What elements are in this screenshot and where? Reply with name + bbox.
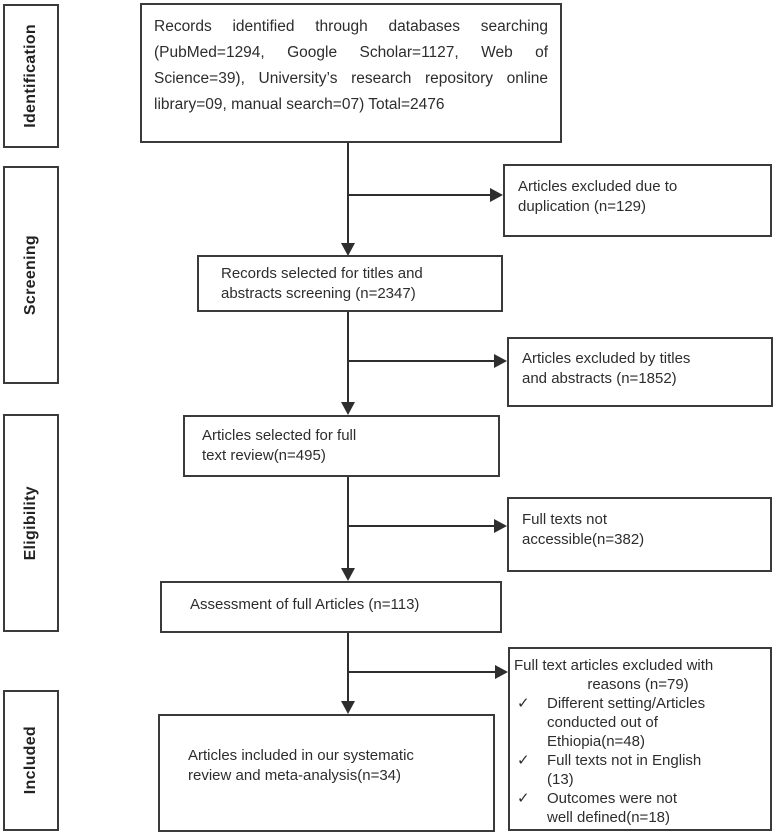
stage-identification-label: Identification [22, 24, 39, 128]
box-records-identified: Records identified through databases sea… [140, 3, 562, 143]
stage-eligibility: Eligibility [3, 414, 59, 632]
box-included-studies: Articles included in our systematic revi… [158, 714, 495, 832]
box-full-texts-not-accessible: Full texts not accessible(n=382) [507, 497, 772, 572]
stage-identification: Identification [3, 4, 59, 148]
box-titles-abstracts-screening: Records selected for titles and abstract… [197, 255, 503, 312]
box-titles-abstracts-line1: Records selected for titles and [221, 265, 423, 282]
box-excluded-with-reasons-title-line1: Full text articles excluded with [514, 657, 714, 674]
arrowhead-down-2 [341, 402, 355, 415]
arrowhead-right-4 [495, 665, 508, 679]
stage-included: Included [3, 690, 59, 831]
branch-line-1 [348, 194, 491, 196]
connector-line-1 [347, 143, 349, 244]
exclusion-reason-item: ✓ Outcomes were not well defined(n=18) [510, 789, 766, 827]
exclusion-reason-1-line1: Different setting/Articles [547, 695, 706, 712]
exclusion-reason-3-line1: Outcomes were not [547, 790, 678, 807]
box-excluded-duplication-line1: Articles excluded due to [518, 178, 678, 195]
box-excluded-duplication-line2: duplication (n=129) [518, 198, 647, 215]
box-full-text-review-line1: Articles selected for full [202, 427, 357, 444]
checkmark-icon: ✓ [517, 752, 530, 769]
box-excluded-titles-abstracts-line1: Articles excluded by titles [522, 350, 691, 367]
exclusion-reason-item: ✓ Different setting/Articles conducted o… [510, 694, 766, 751]
box-assessment-full-articles-text: Assessment of full Articles (n=113) [190, 596, 420, 613]
checkmark-icon: ✓ [517, 790, 530, 807]
stage-included-label: Included [22, 726, 39, 795]
box-full-text-review-line2: text review(n=495) [202, 447, 326, 464]
arrowhead-right-1 [490, 188, 503, 202]
connector-line-3 [347, 477, 349, 569]
box-full-text-review: Articles selected for full text review(n… [183, 415, 500, 477]
box-excluded-titles-abstracts-line2: and abstracts (n=1852) [522, 370, 677, 387]
branch-line-4 [348, 671, 496, 673]
exclusion-reason-2-line2: (13) [547, 771, 574, 788]
arrowhead-down-3 [341, 568, 355, 581]
exclusion-reason-1-line3: Ethiopia(n=48) [547, 733, 645, 750]
arrowhead-down-4 [341, 701, 355, 714]
exclusion-reason-1-line2: conducted out of [547, 714, 658, 731]
connector-line-4 [347, 633, 349, 702]
stage-eligibility-label: Eligibility [22, 485, 39, 561]
exclusion-reason-3-line2: well defined(n=18) [547, 809, 670, 826]
box-included-studies-line2: review and meta-analysis(n=34) [188, 767, 402, 784]
stage-screening: Screening [3, 166, 59, 384]
box-records-identified-text: Records identified through databases sea… [154, 18, 548, 113]
checkmark-icon: ✓ [517, 695, 530, 712]
branch-line-3 [348, 525, 495, 527]
stage-screening-label: Screening [22, 234, 39, 316]
branch-line-2 [348, 360, 495, 362]
box-included-studies-line1: Articles included in our systematic [188, 747, 414, 764]
box-full-texts-not-accessible-line2: accessible(n=382) [522, 531, 645, 548]
arrowhead-right-3 [494, 519, 507, 533]
exclusion-reason-item: ✓ Full texts not in English (13) [510, 751, 766, 789]
box-full-texts-not-accessible-line1: Full texts not [522, 511, 608, 528]
box-excluded-with-reasons-title-line2: reasons (n=79) [587, 676, 689, 693]
exclusion-reason-2-line1: Full texts not in English [547, 752, 702, 769]
connector-line-2 [347, 312, 349, 403]
box-excluded-duplication: Articles excluded due to duplication (n=… [503, 164, 772, 237]
box-assessment-full-articles: Assessment of full Articles (n=113) [160, 581, 502, 633]
box-excluded-with-reasons: Full text articles excluded with reasons… [508, 647, 772, 831]
box-excluded-titles-abstracts: Articles excluded by titles and abstract… [507, 337, 773, 407]
box-titles-abstracts-line2: abstracts screening (n=2347) [221, 285, 416, 302]
arrowhead-down-1 [341, 243, 355, 256]
arrowhead-right-2 [494, 354, 507, 368]
